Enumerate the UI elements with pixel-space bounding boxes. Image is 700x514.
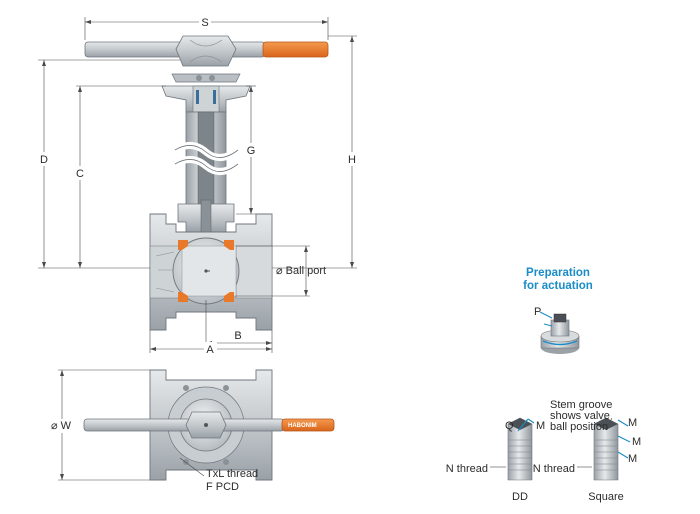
pcd-label: F PCD bbox=[206, 481, 239, 493]
actuation-section: Preparation for actuation P bbox=[523, 267, 593, 354]
square-label: Square bbox=[588, 491, 623, 503]
q-label: Q bbox=[505, 420, 514, 432]
m-sq-label-3: M bbox=[628, 453, 637, 465]
top-view: HABONIM bbox=[83, 369, 335, 481]
handle-brand-text: HABONIM bbox=[288, 423, 317, 429]
dim-h-label: H bbox=[348, 154, 356, 166]
thread-label: TxL thread bbox=[206, 468, 258, 480]
actuation-title-line2: for actuation bbox=[523, 280, 593, 292]
front-dimension-labels: S D C G H B A ⌀ Ball port bbox=[38, 16, 358, 356]
top-handle-grip bbox=[281, 418, 335, 432]
dim-a-label: A bbox=[206, 344, 214, 356]
m-sq-label-1: M bbox=[628, 417, 637, 429]
p-label: P bbox=[534, 306, 541, 318]
dim-d-label: D bbox=[40, 154, 48, 166]
dd-label: DD bbox=[512, 491, 528, 503]
dim-s-label: S bbox=[201, 17, 208, 29]
handle-grip bbox=[262, 41, 329, 58]
stem-groove-line2: shows valve bbox=[550, 410, 610, 422]
m-dd-label: M bbox=[536, 420, 545, 432]
dim-g-label: G bbox=[247, 145, 256, 157]
dim-w-label: ⌀ W bbox=[51, 420, 72, 432]
ball-port-label: ⌀ Ball port bbox=[276, 265, 326, 277]
dim-b-label: B bbox=[234, 330, 241, 342]
actuation-title-line1: Preparation bbox=[526, 267, 590, 279]
stem-details: Q M N thread DD Stem groove shows valve … bbox=[446, 399, 641, 503]
n-thread-sq-label: N thread bbox=[533, 463, 575, 475]
top-dimension-labels: ⌀ W TxL thread F PCD bbox=[46, 419, 258, 493]
front-view bbox=[84, 35, 329, 331]
stem-groove-line1: Stem groove bbox=[550, 399, 612, 411]
n-thread-dd-label: N thread bbox=[446, 463, 488, 475]
m-sq-label-2: M bbox=[632, 436, 641, 448]
handle-bar bbox=[84, 41, 266, 58]
handle-hub bbox=[175, 35, 237, 67]
dim-c-label: C bbox=[76, 168, 84, 180]
stem-groove-line3: ball position bbox=[550, 421, 608, 433]
top-handle-bar bbox=[83, 418, 285, 432]
